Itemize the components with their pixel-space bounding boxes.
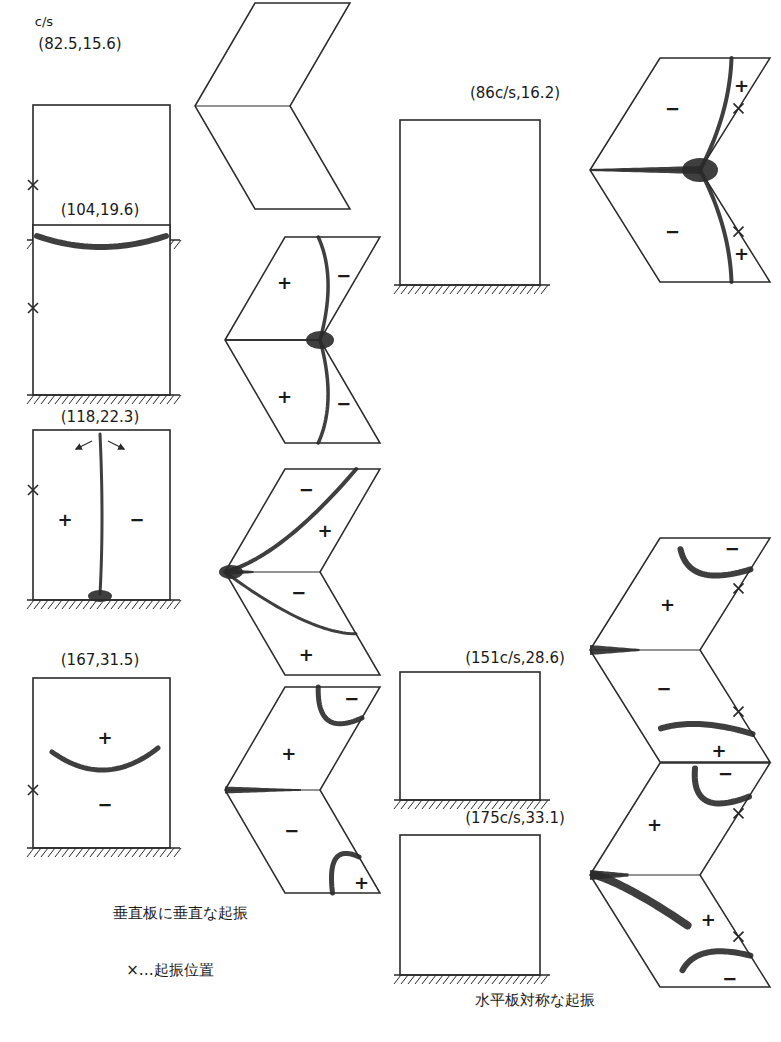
nodal-line [700,170,732,282]
nodal-line [318,237,328,340]
nodal-line [318,340,328,443]
sign-label: − [344,689,359,709]
sign-label: + [299,645,314,665]
sign-label: − [718,764,733,784]
plate-isometric [590,58,770,282]
plate-isometric [225,687,380,893]
nodal-line [37,236,166,247]
ground-hatch [394,285,548,294]
excitation-mark [734,103,744,113]
caption: ×…起振位置 [126,962,214,979]
sign-label: − [665,99,680,119]
sign-label: − [665,222,680,242]
excitation-mark [28,303,38,313]
sign-label: − [336,394,351,414]
sign-label: + [57,510,72,530]
sign-label: + [277,387,292,407]
plate-isometric [590,538,770,762]
plate-isometric [225,237,380,443]
motion-arrow [76,441,92,449]
sign-label: − [284,821,299,841]
nodal-line [700,58,732,170]
frequency-label: (118,22.3) [61,409,140,426]
sign-label: − [722,969,737,989]
plate-isometric [590,763,770,987]
sign-label: + [354,873,369,893]
ground-hatch [27,395,181,404]
nodal-blob [88,590,112,602]
plate-isometric [195,3,350,209]
excitation-mark [734,808,744,818]
frequency-label: (86c/s,16.2) [470,85,560,102]
sign-label: + [317,521,332,541]
nodal-line [661,724,753,734]
nodal-line [596,875,688,925]
excitation-mark [28,485,38,495]
plate-elevation [33,225,170,395]
unit-label: c/s [35,15,53,29]
excitation-mark [734,227,744,237]
sign-label: + [734,76,749,96]
sign-label: − [336,266,351,286]
plate-elevation [400,120,540,285]
plate-isometric [225,469,380,675]
plate-elevation [33,430,170,600]
sign-label: + [734,244,749,264]
nodal-line [318,687,362,724]
caption: 水平板対称な起振 [475,992,595,1009]
excitation-mark [734,707,744,717]
nodal-line [683,951,751,970]
excitation-mark [734,932,744,942]
plate-elevation [33,678,170,848]
excitation-mark [28,180,38,190]
sign-label: + [281,744,296,764]
sign-label: − [656,679,671,699]
ground-hatch [394,800,548,809]
sign-label: + [711,741,726,761]
nodal-line [681,549,751,575]
nodal-line [100,434,102,594]
sign-label: + [97,728,112,748]
sign-label: − [129,510,144,530]
nodal-band [590,645,640,655]
frequency-label: (175c/s,33.1) [465,810,565,827]
sign-label: − [299,480,314,500]
plate-elevation [33,105,170,240]
sign-label: + [647,815,662,835]
plate-elevation [400,835,540,975]
frequency-label: (82.5,15.6) [38,36,121,53]
nodal-line [225,572,356,634]
frequency-label: (167,31.5) [61,652,140,669]
nodal-line [225,469,356,572]
nodal-band [225,787,301,794]
sign-label: + [277,273,292,293]
excitation-mark [28,785,38,795]
sign-label: + [701,910,716,930]
sign-label: − [291,583,306,603]
ground-hatch [27,848,181,857]
motion-arrow [108,441,124,449]
sign-label: − [725,539,740,559]
sign-label: + [660,595,675,615]
nodal-blob [306,331,334,349]
frequency-label: (104,19.6) [61,202,140,219]
nodal-band [225,339,320,341]
plate-joint [225,339,320,340]
caption: 垂直板に垂直な起振 [113,905,248,922]
excitation-mark [734,583,744,593]
plate-joint [195,105,290,106]
ground-hatch [394,975,548,984]
sign-label: − [97,795,112,815]
frequency-label: (151c/s,28.6) [465,650,565,667]
nodal-line [52,748,158,770]
plate-elevation [400,672,540,800]
